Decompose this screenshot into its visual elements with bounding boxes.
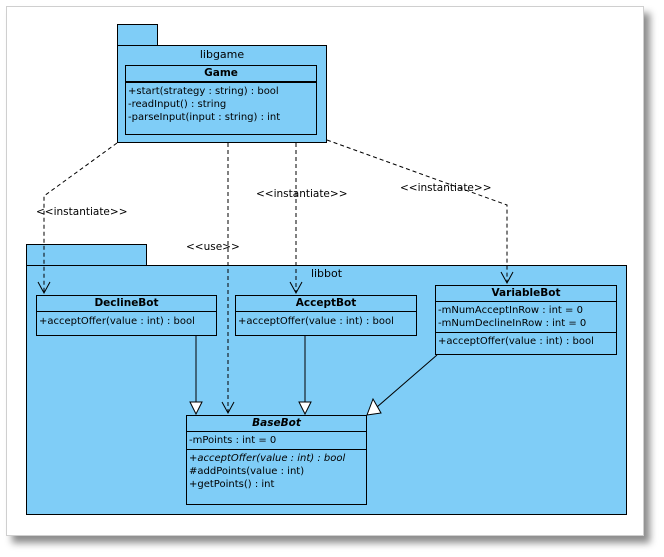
variablebot-class-name: VariableBot [436, 286, 616, 302]
acceptbot-generalization-arrowhead [298, 401, 312, 416]
variablebot-generalization-edge[interactable] [376, 354, 438, 408]
instantiate-variable-label: <<instantiate>> [400, 182, 492, 194]
declinebot-class[interactable]: DeclineBot +acceptOffer(value : int) : b… [36, 295, 217, 336]
basebot-operation: #addPoints(value : int) [189, 466, 305, 477]
instantiate-variable-edge[interactable] [326, 139, 508, 283]
variablebot-operations: +acceptOffer(value : int) : bool [436, 333, 616, 350]
game-operation: +start(strategy : string) : bool [128, 86, 279, 97]
acceptbot-class-name: AcceptBot [236, 296, 416, 312]
basebot-attributes: -mPoints : int = 0 [187, 432, 366, 450]
variablebot-attribute: -mNumAcceptInRow : int = 0 [438, 305, 583, 316]
instantiate-decline-edge[interactable] [43, 142, 118, 293]
declinebot-operation: +acceptOffer(value : int) : bool [39, 316, 195, 327]
game-attributes [126, 82, 316, 83]
acceptbot-operations: +acceptOffer(value : int) : bool [236, 312, 416, 330]
acceptbot-operation: +acceptOffer(value : int) : bool [238, 316, 394, 327]
game-class-name: Game [126, 66, 316, 82]
libgame-package-name: libgame [199, 48, 245, 61]
game-operations: +start(strategy : string) : bool -readIn… [126, 83, 316, 126]
use-base-label: <<use>> [186, 241, 240, 253]
instantiate-decline-label: <<instantiate>> [36, 206, 128, 218]
game-class[interactable]: Game +start(strategy : string) : bool -r… [125, 65, 317, 135]
declinebot-generalization-arrowhead [189, 401, 203, 416]
instantiate-accept-arrowhead [289, 281, 303, 295]
basebot-class[interactable]: BaseBot -mPoints : int = 0 +acceptOffer(… [186, 415, 367, 505]
variablebot-operation: +acceptOffer(value : int) : bool [438, 336, 594, 347]
game-operation: -parseInput(input : string) : int [128, 112, 281, 123]
instantiate-variable-arrowhead [500, 271, 514, 285]
game-operation: -readInput() : string [128, 99, 227, 110]
variablebot-generalization-arrowhead [366, 397, 382, 416]
variablebot-attributes: -mNumAcceptInRow : int = 0 -mNumDeclineI… [436, 302, 616, 333]
basebot-operations: +acceptOffer(value : int) : bool #addPoi… [187, 450, 366, 493]
basebot-attribute: -mPoints : int = 0 [189, 435, 277, 446]
variablebot-attribute: -mNumDeclineInRow : int = 0 [438, 318, 587, 329]
acceptbot-class[interactable]: AcceptBot +acceptOffer(value : int) : bo… [235, 295, 417, 336]
basebot-operation: +getPoints() : int [189, 479, 275, 490]
declinebot-operations: +acceptOffer(value : int) : bool [37, 312, 216, 330]
basebot-class-name: BaseBot [187, 416, 366, 432]
declinebot-class-name: DeclineBot [37, 296, 216, 312]
instantiate-accept-label: <<instantiate>> [256, 188, 348, 200]
use-base-arrowhead [221, 401, 235, 415]
libbot-package-name: libbot [310, 267, 343, 280]
variablebot-class[interactable]: VariableBot -mNumAcceptInRow : int = 0 -… [435, 285, 617, 355]
basebot-operation: +acceptOffer(value : int) : bool [189, 453, 346, 464]
instantiate-decline-arrowhead [37, 281, 51, 295]
